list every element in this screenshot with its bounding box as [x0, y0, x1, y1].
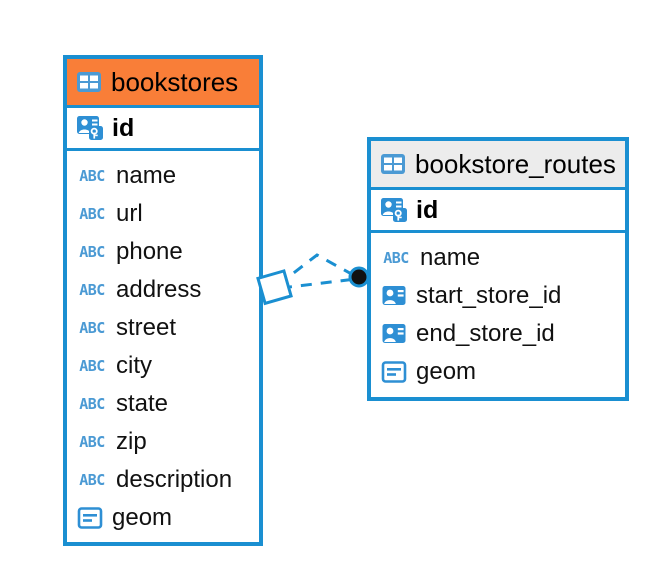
primary-key-row-bookstores[interactable]: id: [67, 105, 259, 151]
foreign-key-icon: [381, 322, 407, 346]
attribute-list-bookstores: ABC name ABC url ABC phone ABC address A…: [67, 151, 259, 544]
abc-icon: ABC: [79, 242, 105, 261]
attribute-row[interactable]: end_store_id: [371, 315, 625, 353]
abc-icon: ABC: [79, 280, 105, 299]
attribute-list-bookstore-routes: ABC name start_store_id: [371, 233, 625, 398]
attribute-label: street: [116, 314, 177, 341]
abc-icon: ABC: [79, 356, 105, 375]
attribute-row[interactable]: ABC name: [371, 239, 625, 277]
attribute-row[interactable]: ABC name: [67, 157, 259, 195]
attribute-label: start_store_id: [416, 282, 562, 309]
entity-title: bookstores: [111, 67, 239, 97]
relationship-line-lower: [280, 277, 357, 290]
attribute-label: address: [116, 276, 202, 303]
attribute-label: description: [116, 466, 233, 493]
attribute-row[interactable]: ABC zip: [67, 423, 259, 461]
table-icon: [380, 153, 406, 175]
attribute-row[interactable]: ABC phone: [67, 233, 259, 271]
attribute-label: zip: [116, 428, 147, 455]
primary-key-label: id: [416, 195, 439, 224]
entity-bookstores[interactable]: bookstores id ABC: [63, 55, 263, 546]
attribute-row[interactable]: ABC street: [67, 309, 259, 347]
entity-header-bookstore-routes[interactable]: bookstore_routes: [371, 141, 625, 187]
relationship-line-upper: [277, 253, 358, 287]
primary-key-icon: [76, 115, 104, 141]
entity-header-bookstores[interactable]: bookstores: [67, 59, 259, 105]
attribute-row[interactable]: geom: [371, 353, 625, 391]
attribute-row[interactable]: start_store_id: [371, 277, 625, 315]
abc-icon: ABC: [79, 318, 105, 337]
geometry-icon: [381, 360, 407, 384]
relationship-target-circle: [348, 266, 370, 288]
abc-icon: ABC: [383, 248, 409, 267]
geometry-icon: [77, 506, 103, 530]
attribute-label: phone: [116, 238, 183, 265]
attribute-label: url: [116, 200, 143, 227]
attribute-row[interactable]: ABC city: [67, 347, 259, 385]
attribute-label: name: [116, 162, 177, 189]
entity-title: bookstore_routes: [415, 149, 616, 179]
attribute-label: name: [420, 244, 481, 271]
table-icon: [76, 71, 102, 93]
foreign-key-icon: [381, 284, 407, 308]
attribute-label: city: [116, 352, 152, 379]
primary-key-icon: [380, 197, 408, 223]
abc-icon: ABC: [79, 394, 105, 413]
attribute-row[interactable]: ABC url: [67, 195, 259, 233]
attribute-label: state: [116, 390, 169, 417]
abc-icon: ABC: [79, 432, 105, 451]
attribute-row[interactable]: ABC description: [67, 461, 259, 499]
attribute-label: geom: [416, 358, 477, 385]
primary-key-label: id: [112, 113, 135, 142]
attribute-row[interactable]: ABC state: [67, 385, 259, 423]
entity-bookstore-routes[interactable]: bookstore_routes id ABC: [367, 137, 629, 401]
abc-icon: ABC: [79, 204, 105, 223]
attribute-label: end_store_id: [416, 320, 555, 347]
attribute-row[interactable]: ABC address: [67, 271, 259, 309]
abc-icon: ABC: [79, 166, 105, 185]
primary-key-row-bookstore-routes[interactable]: id: [371, 187, 625, 233]
attribute-label: geom: [112, 504, 173, 531]
abc-icon: ABC: [79, 470, 105, 489]
attribute-row[interactable]: geom: [67, 499, 259, 537]
